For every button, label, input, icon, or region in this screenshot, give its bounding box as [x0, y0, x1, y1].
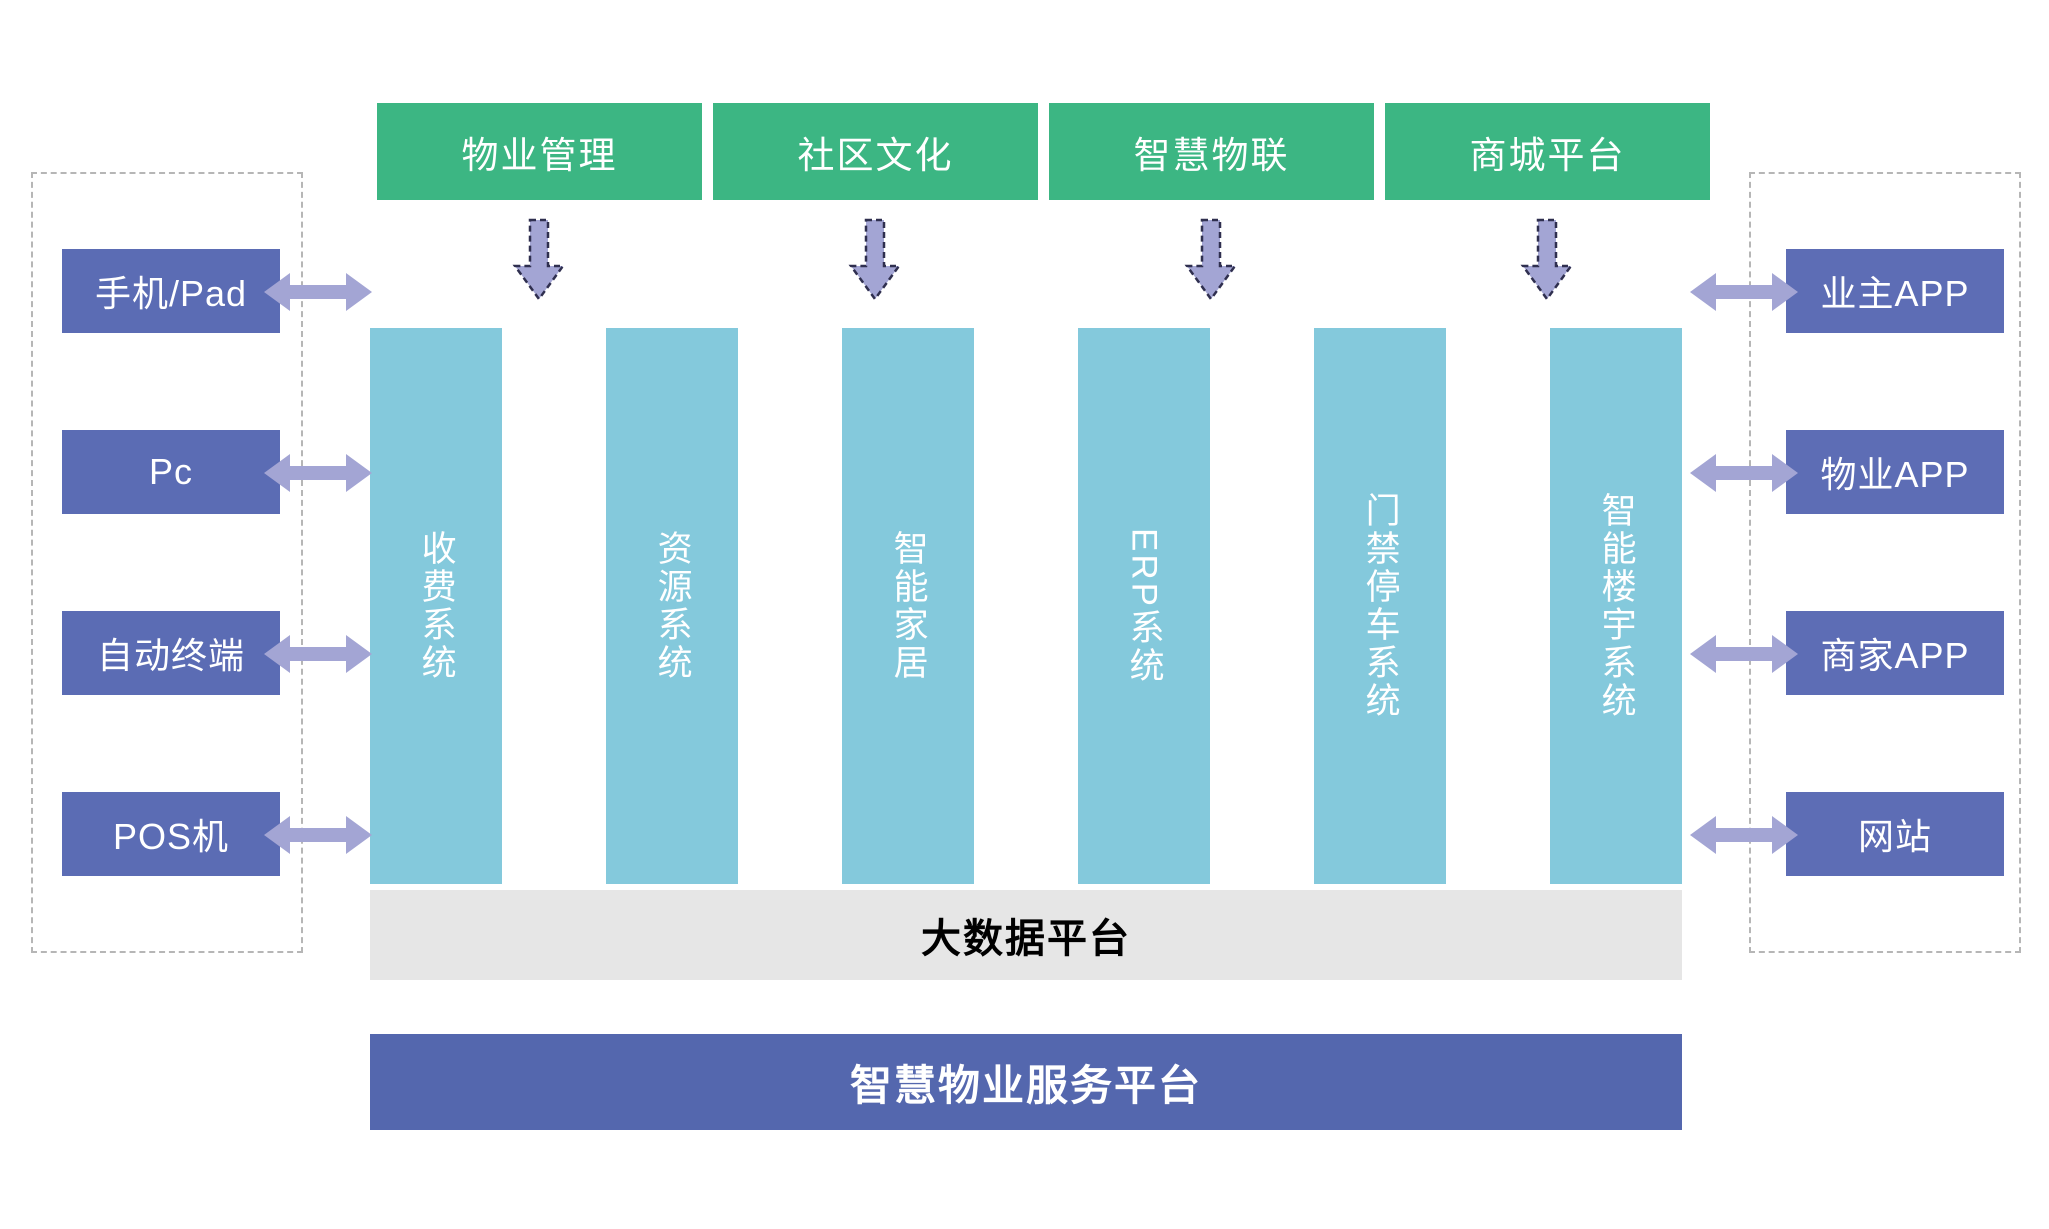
right-channel-property-app[interactable]: 物业APP	[1786, 430, 2004, 514]
service-box-label: 智慧物联	[1133, 134, 1290, 176]
service-box-smart-iot[interactable]: 智慧物联	[1049, 103, 1374, 200]
system-column-smart-building[interactable]: 智能楼宇系统	[1550, 328, 1682, 884]
service-box-label: 社区文化	[797, 134, 954, 176]
right-channel-website[interactable]: 网站	[1786, 792, 2004, 876]
system-column-label: 收费系统	[416, 530, 456, 682]
arrow-left-right-icon-right-3	[1688, 630, 1800, 678]
system-column-billing[interactable]: 收费系统	[370, 328, 502, 884]
service-box-property-management[interactable]: 物业管理	[377, 103, 702, 200]
left-channel-label: 自动终端	[96, 635, 245, 676]
right-channel-label: 物业APP	[1820, 454, 1970, 495]
left-channel-pos[interactable]: POS机	[62, 792, 280, 876]
system-column-label: 资源系统	[652, 530, 692, 682]
smart-property-service-platform-label: 智慧物业服务平台	[849, 1061, 1202, 1109]
arrow-left-right-icon-left-3	[262, 630, 374, 678]
arrow-down-icon-4	[1520, 218, 1574, 302]
service-box-label: 物业管理	[461, 134, 618, 176]
left-channel-mobile-pad[interactable]: 手机/Pad	[62, 249, 280, 333]
arrow-down-icon-2	[848, 218, 902, 302]
right-channel-owner-app[interactable]: 业主APP	[1786, 249, 2004, 333]
arrow-left-right-icon-left-4	[262, 811, 374, 859]
left-channel-self-service-terminal[interactable]: 自动终端	[62, 611, 280, 695]
system-column-smart-home[interactable]: 智能家居	[842, 328, 974, 884]
system-column-label: 智能家居	[888, 530, 928, 682]
arrow-left-right-icon-right-4	[1688, 811, 1800, 859]
system-column-erp[interactable]: ERP系统	[1078, 328, 1210, 884]
left-channel-label: 手机/Pad	[94, 273, 248, 314]
service-box-community-culture[interactable]: 社区文化	[713, 103, 1038, 200]
system-column-label: ERP系统	[1124, 527, 1164, 685]
service-box-mall-platform[interactable]: 商城平台	[1385, 103, 1710, 200]
left-channel-pc[interactable]: Pc	[62, 430, 280, 514]
right-channel-merchant-app[interactable]: 商家APP	[1786, 611, 2004, 695]
system-column-resource[interactable]: 资源系统	[606, 328, 738, 884]
right-channel-label: 商家APP	[1820, 635, 1970, 676]
left-channel-label: POS机	[112, 816, 230, 857]
service-box-label: 商城平台	[1469, 134, 1626, 176]
right-channel-label: 网站	[1857, 816, 1932, 857]
left-channel-group-frame	[31, 172, 303, 953]
arrow-down-icon-3	[1184, 218, 1238, 302]
arrow-down-icon-1	[512, 218, 566, 302]
big-data-platform-bar[interactable]: 大数据平台	[370, 890, 1682, 980]
big-data-platform-label: 大数据平台	[921, 917, 1131, 961]
arrow-left-right-icon-left-2	[262, 449, 374, 497]
smart-property-service-platform-bar[interactable]: 智慧物业服务平台	[370, 1034, 1682, 1130]
arrow-left-right-icon-right-1	[1688, 268, 1800, 316]
system-column-access-parking[interactable]: 门禁停车系统	[1314, 328, 1446, 884]
right-channel-label: 业主APP	[1820, 273, 1970, 314]
system-column-label: 智能楼宇系统	[1596, 492, 1636, 720]
left-channel-label: Pc	[148, 451, 193, 492]
arrow-left-right-icon-right-2	[1688, 449, 1800, 497]
system-column-label: 门禁停车系统	[1360, 492, 1400, 720]
arrow-left-right-icon-left-1	[262, 268, 374, 316]
right-channel-group-frame	[1749, 172, 2021, 953]
